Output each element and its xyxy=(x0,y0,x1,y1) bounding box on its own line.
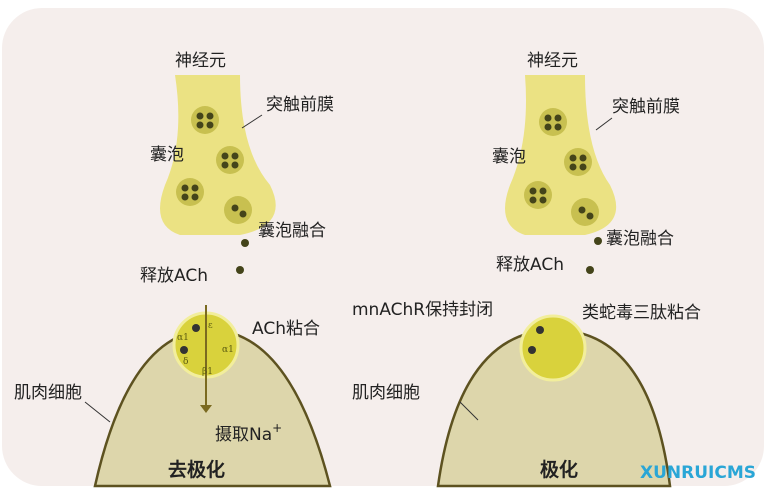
label-muscle-cell: 肌肉细胞 xyxy=(352,383,420,403)
watermark-logo: XUNRUICMS xyxy=(640,463,756,483)
vesicles xyxy=(176,106,252,274)
subunit-epsilon: ε xyxy=(208,321,213,331)
label-neuron: 神经元 xyxy=(527,51,578,71)
label-snake-peptide-binding: 类蛇毒三肽粘合 xyxy=(582,303,701,323)
subunit-alpha1: α1 xyxy=(222,345,234,355)
subunit-alpha1: α1 xyxy=(177,333,189,343)
right-panel: 神经元 突触前膜 囊泡 囊泡融合 释放ACh mnAChR保持封闭 类蛇毒三肽粘… xyxy=(352,51,701,488)
label-mnachr-closed: mnAChR保持封闭 xyxy=(352,300,493,320)
label-depolarization: 去极化 xyxy=(168,458,225,481)
label-na-uptake: 摄取Na+ xyxy=(215,421,282,445)
label-vesicle: 囊泡 xyxy=(150,145,184,165)
label-muscle-cell: 肌肉细胞 xyxy=(14,383,82,403)
label-neuron: 神经元 xyxy=(175,51,226,71)
label-polarization: 极化 xyxy=(540,458,578,481)
subunit-beta1: β1 xyxy=(202,367,213,377)
label-ach-binding: ACh粘合 xyxy=(252,319,320,339)
label-vesicle-fusion: 囊泡融合 xyxy=(606,229,674,249)
label-presynaptic-membrane: 突触前膜 xyxy=(612,97,680,117)
vesicles xyxy=(524,108,602,274)
label-vesicle-fusion: 囊泡融合 xyxy=(258,221,326,241)
label-release-ach: 释放ACh xyxy=(140,266,208,286)
label-vesicle: 囊泡 xyxy=(492,147,526,167)
left-panel: ε α1 α1 β1 δ 神经元 突触前膜 囊泡 囊泡融合 释放ACh ACh粘… xyxy=(14,51,334,488)
label-presynaptic-membrane: 突触前膜 xyxy=(266,95,334,115)
label-release-ach: 释放ACh xyxy=(496,255,564,275)
subunit-delta: δ xyxy=(183,357,188,367)
